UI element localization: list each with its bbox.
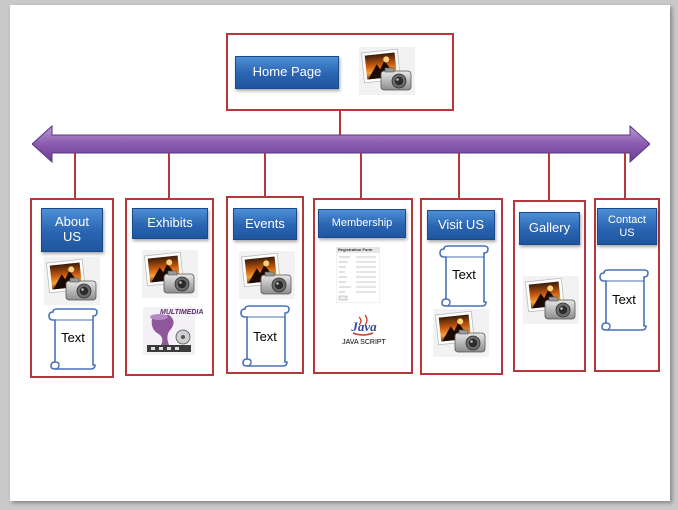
java-logo-text: Java <box>351 319 377 334</box>
visit-us-button[interactable]: Visit US <box>427 210 495 240</box>
connector-exhibits <box>168 153 170 198</box>
home-connector <box>339 111 341 137</box>
connector-contact <box>624 153 626 198</box>
photo-camera-icon <box>433 309 489 357</box>
connector-events <box>264 153 266 196</box>
connector-visit <box>458 153 460 198</box>
photo-camera-icon <box>523 276 579 324</box>
multimedia-label: MULTIMEDIA <box>160 309 204 316</box>
home-page-button[interactable]: Home Page <box>235 56 339 89</box>
exhibits-button[interactable]: Exhibits <box>132 208 208 239</box>
scroll-text: Text <box>612 292 636 307</box>
scroll-text: Text <box>452 267 476 282</box>
multimedia-icon <box>143 307 195 355</box>
connector-about <box>74 153 76 198</box>
about-us-button[interactable]: About US <box>41 208 103 252</box>
photo-camera-icon <box>142 250 198 298</box>
photo-camera-icon <box>44 257 100 305</box>
double-arrow-icon <box>32 125 650 163</box>
connector-gallery <box>548 153 550 200</box>
form-thumbnail-icon <box>336 247 380 303</box>
scroll-text: Text <box>61 330 85 345</box>
photo-camera-icon <box>239 251 295 299</box>
java-logo-icon <box>352 314 374 336</box>
events-button[interactable]: Events <box>233 208 297 240</box>
membership-button[interactable]: Membership <box>318 209 406 238</box>
contact-us-button[interactable]: Contact US <box>597 208 657 245</box>
java-caption: JAVA SCRIPT <box>342 339 386 346</box>
diagram-slide: Home Page About US Text Exhibits MULTIME… <box>10 5 670 501</box>
gallery-button[interactable]: Gallery <box>519 212 580 245</box>
photo-camera-icon <box>359 47 415 95</box>
form-thumbnail-title: Registration Form <box>338 247 373 252</box>
connector-membership <box>360 153 362 198</box>
scroll-text: Text <box>253 329 277 344</box>
